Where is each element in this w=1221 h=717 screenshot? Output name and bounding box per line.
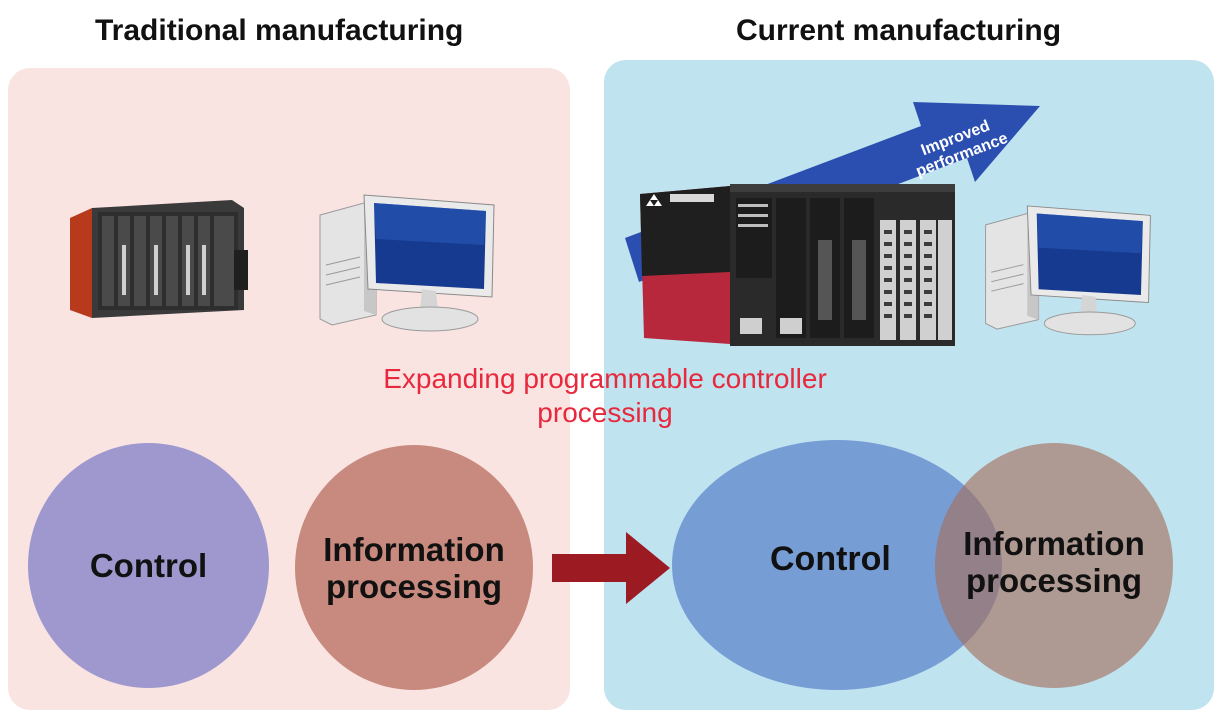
heading-traditional: Traditional manufacturing (95, 14, 464, 47)
expanding-processing-note: Expanding programmable controller proces… (300, 362, 910, 430)
control-label: Control (89, 546, 208, 584)
transition-arrow-icon (552, 532, 670, 604)
control-label-current: Control (770, 540, 891, 578)
heading-current: Current manufacturing (736, 14, 1062, 47)
information-processing-circle-current (935, 443, 1173, 688)
plc-hardware-legacy-icon (70, 200, 248, 318)
info-label-current-line1: Information (963, 525, 1145, 562)
control-circle-traditional: Control (28, 443, 269, 688)
information-processing-circle-traditional: Information processing (295, 445, 533, 690)
plc-hardware-modern-icon (640, 184, 955, 346)
info-label-line2: processing (325, 567, 503, 605)
info-label-current: Information processing (935, 525, 1173, 599)
desktop-computer-icon (319, 194, 495, 332)
note-line-1: Expanding programmable controller (383, 363, 827, 394)
desktop-computer-icon (985, 205, 1151, 336)
info-label-line1: Information (323, 530, 505, 568)
info-label-current-line2: processing (965, 562, 1143, 599)
note-line-2: processing (537, 397, 673, 428)
